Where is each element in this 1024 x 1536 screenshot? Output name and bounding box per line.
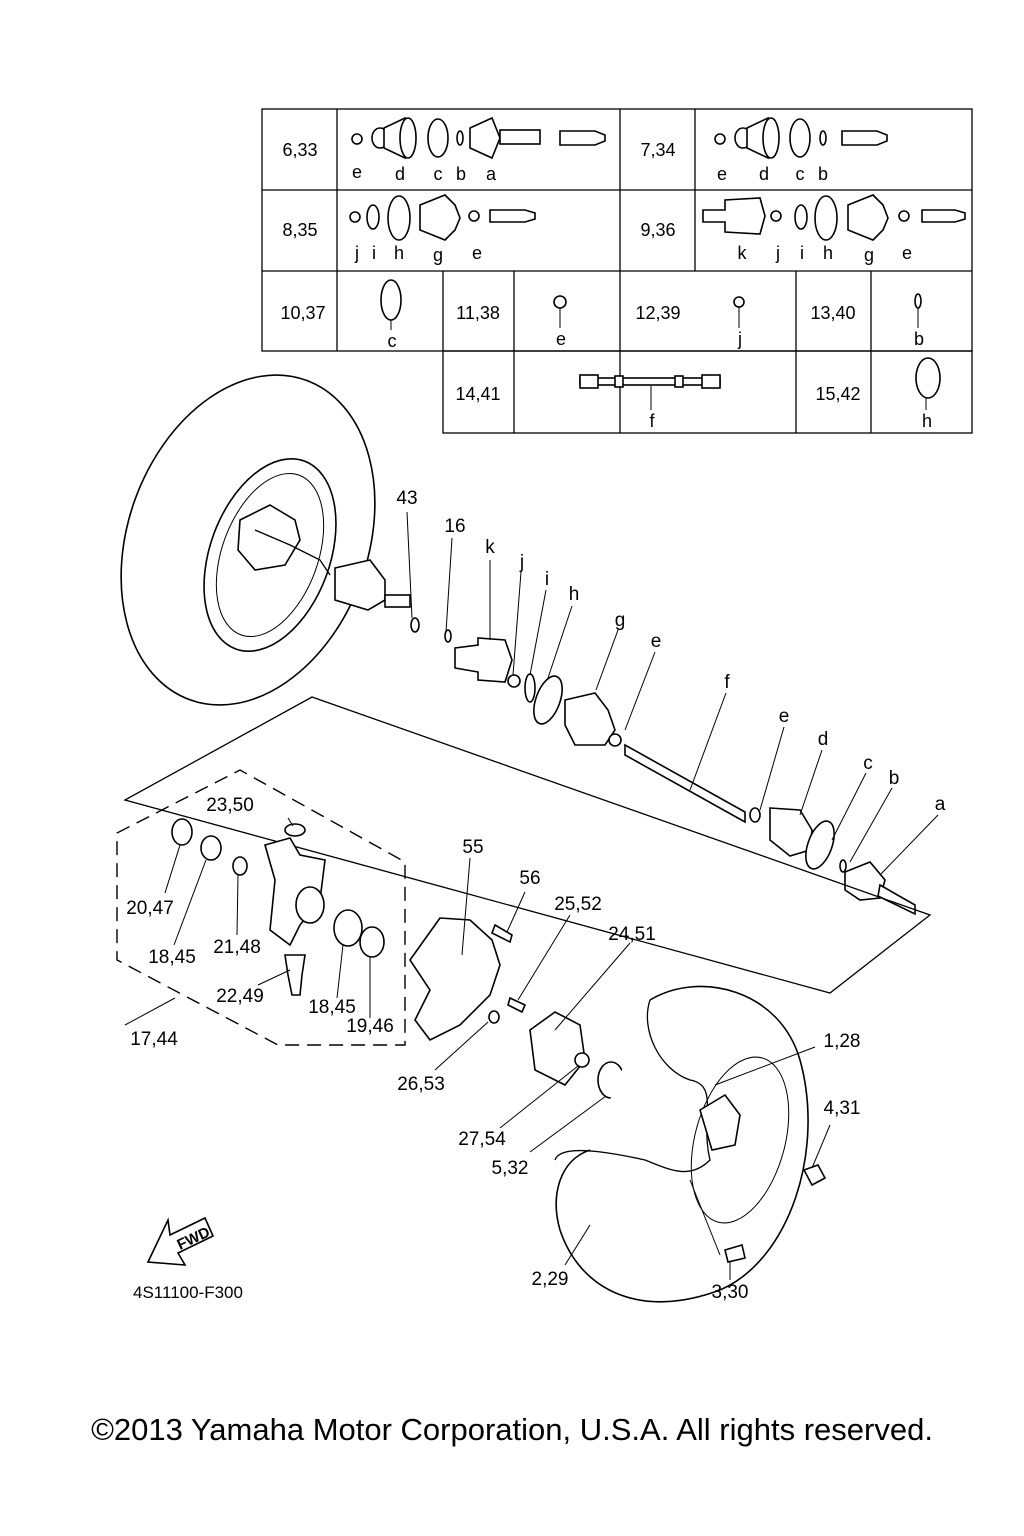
callout-20-47: 20,47 xyxy=(126,898,174,919)
callout-g: g xyxy=(615,610,626,631)
kit-9-36-letter-g: g xyxy=(864,245,874,265)
kit-14-41-shaft xyxy=(579,374,721,389)
kit-14-41-letter-f: f xyxy=(649,411,655,431)
callout-2-29: 2,29 xyxy=(532,1269,569,1290)
kit-7-34-letter-d: d xyxy=(759,164,769,184)
installed-wheel-assembly xyxy=(120,374,420,706)
callout-27-54: 27,54 xyxy=(458,1129,506,1150)
kit-ref-10-37: 10,37 xyxy=(280,303,325,323)
callout-55: 55 xyxy=(462,837,483,858)
kit-10-37-letter-c: c xyxy=(388,331,397,351)
kit-ref-14-41: 14,41 xyxy=(455,384,500,404)
kit-ref-12-39: 12,39 xyxy=(635,303,680,323)
kit-11-38-clamp xyxy=(553,295,567,309)
kit-9-36-letter-j: j xyxy=(775,243,780,263)
callout-b: b xyxy=(889,768,900,789)
kit-11-38-letter-e: e xyxy=(556,329,566,349)
kit-ref-9-36: 9,36 xyxy=(640,220,675,240)
kit-6-33-letter-a: a xyxy=(486,164,497,184)
kit-15-42-letter-h: h xyxy=(922,411,932,431)
callout-5-32: 5,32 xyxy=(492,1158,529,1179)
knuckle-hub-parts xyxy=(171,818,625,1099)
kit-12-39-letter-j: j xyxy=(737,329,742,349)
parts-kit-table: 6,33 e d c b a 7,34 e d c b xyxy=(261,108,973,434)
callout-56: 56 xyxy=(519,868,540,889)
kit-12-39-circlip xyxy=(733,296,745,308)
kit-ref-7-34: 7,34 xyxy=(640,140,675,160)
callout-labels: 43 16 k j i h g e f e d c b a 23,50 55 5… xyxy=(126,488,945,1303)
exploded-axle-parts xyxy=(444,629,916,916)
kit-9-36-letter-k: k xyxy=(738,243,748,263)
callout-j: j xyxy=(519,552,524,573)
callout-18-45-left: 18,45 xyxy=(148,947,196,968)
kit-13-40-ring xyxy=(914,293,922,309)
callout-24-51: 24,51 xyxy=(608,924,656,945)
kit-6-33-letter-e: e xyxy=(352,162,362,182)
kit-6-33-letter-d: d xyxy=(395,164,405,184)
knuckle-kit-frame xyxy=(116,769,406,1046)
kit-8-35-letter-g: g xyxy=(433,245,443,265)
fwd-arrow-icon: FWD xyxy=(146,1216,215,1266)
callout-i: i xyxy=(545,569,549,590)
callout-17-44: 17,44 xyxy=(130,1029,178,1050)
callout-k: k xyxy=(485,537,495,558)
kit-8-35-letter-i: i xyxy=(372,243,376,263)
kit-6-33-letter-c: c xyxy=(434,164,443,184)
kit-13-40-letter-b: b xyxy=(914,329,924,349)
kit-ref-8-35: 8,35 xyxy=(282,220,317,240)
kit-ref-15-42: 15,42 xyxy=(815,384,860,404)
callout-16: 16 xyxy=(444,516,465,537)
callout-21-48: 21,48 xyxy=(213,937,261,958)
kit-6-33-letter-b: b xyxy=(456,164,466,184)
kit-9-36-parts xyxy=(702,194,966,241)
kit-ref-13-40: 13,40 xyxy=(810,303,855,323)
callout-1-28: 1,28 xyxy=(824,1031,861,1052)
kit-10-37-clamp xyxy=(380,279,402,321)
callout-25-52: 25,52 xyxy=(554,894,602,915)
callout-d: d xyxy=(818,729,829,750)
kit-7-34-letter-b: b xyxy=(818,164,828,184)
callout-43: 43 xyxy=(396,488,417,509)
kit-15-42-clamp xyxy=(915,357,941,399)
callout-e-outer: e xyxy=(779,706,790,727)
kit-7-34-letter-c: c xyxy=(796,164,805,184)
kit-9-36-letter-h: h xyxy=(823,243,833,263)
kit-6-33-parts xyxy=(351,116,606,160)
callout-c: c xyxy=(863,753,873,774)
copyright-notice: ©2013 Yamaha Motor Corporation, U.S.A. A… xyxy=(91,1412,933,1447)
kit-8-35-letter-h: h xyxy=(394,243,404,263)
callout-h: h xyxy=(569,584,580,605)
kit-ref-6-33: 6,33 xyxy=(282,140,317,160)
kit-8-35-letter-e: e xyxy=(472,243,482,263)
diagram-code: 4S11100-F300 xyxy=(133,1283,243,1302)
callout-18-45-right: 18,45 xyxy=(308,997,356,1018)
callout-19-46: 19,46 xyxy=(346,1016,394,1037)
callout-3-30: 3,30 xyxy=(712,1282,749,1303)
kit-8-35-parts xyxy=(349,194,536,241)
kit-9-36-letter-e: e xyxy=(902,243,912,263)
callout-26-53: 26,53 xyxy=(397,1074,445,1095)
callout-e-inner: e xyxy=(651,631,662,652)
kit-ref-11-38: 11,38 xyxy=(456,303,500,323)
leader-lines xyxy=(124,511,939,1280)
kit-8-35-letter-j: j xyxy=(354,243,359,263)
kit-7-34-parts xyxy=(714,116,888,160)
kit-9-36-letter-i: i xyxy=(800,243,804,263)
lower-wheel-tire xyxy=(554,985,827,1303)
callout-a: a xyxy=(935,794,946,815)
kit-7-34-letter-e: e xyxy=(717,164,727,184)
callout-4-31: 4,31 xyxy=(824,1098,861,1119)
callout-22-49: 22,49 xyxy=(216,986,264,1007)
callout-23-50: 23,50 xyxy=(206,795,254,816)
exploded-view-frame xyxy=(123,696,932,994)
callout-f: f xyxy=(724,672,730,693)
